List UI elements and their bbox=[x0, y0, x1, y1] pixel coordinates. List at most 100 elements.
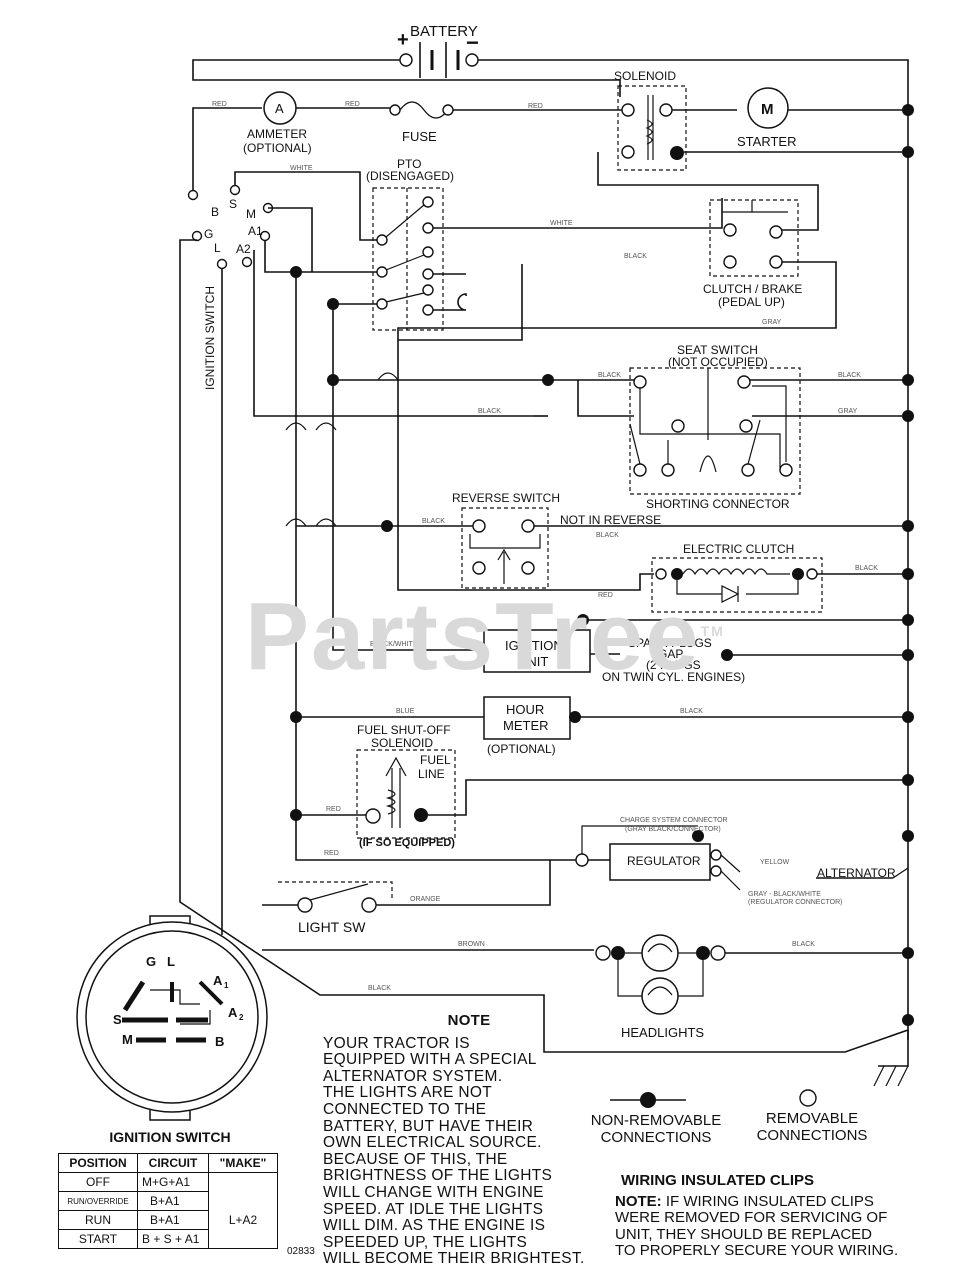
pto-label: PTO bbox=[397, 157, 421, 171]
regulator-label: REGULATOR bbox=[627, 854, 701, 868]
row-circuit: B + S + A1 bbox=[137, 1229, 209, 1249]
ammeter-symbol: A bbox=[275, 101, 284, 116]
charge-note-2: (GRAY BLACK/CONNECTOR) bbox=[625, 826, 721, 833]
table-row: START B + S + A1 bbox=[58, 1229, 278, 1249]
wire-label-white-1: WHITE bbox=[290, 165, 313, 172]
fuse: FUSE bbox=[389, 101, 454, 144]
face-g: G bbox=[146, 954, 156, 969]
fuel-line-label-2: LINE bbox=[418, 767, 445, 781]
row-make bbox=[208, 1172, 278, 1192]
battery-plus-sign: + bbox=[397, 29, 409, 51]
wire-label-white-2: WHITE bbox=[550, 220, 573, 227]
ignition-switch-vertical-label: IGNITION SWITCH bbox=[203, 286, 217, 390]
clips-title: WIRING INSULATED CLIPS bbox=[621, 1172, 815, 1189]
ammeter-label: AMMETER bbox=[247, 127, 307, 141]
legend-symbols bbox=[610, 1089, 817, 1108]
face-a1: A bbox=[213, 973, 223, 988]
row-circuit: B+A1 bbox=[137, 1210, 209, 1230]
wire-label-black-1: BLACK bbox=[624, 253, 647, 260]
table-row: RUN/OVERRIDE B+A1 bbox=[58, 1191, 278, 1211]
pto-switch: PTO (DISENGAGED) bbox=[366, 157, 454, 331]
headlights: HEADLIGHTS bbox=[595, 934, 726, 1040]
wire-label-red-4: RED bbox=[598, 592, 613, 599]
ignition-switch-title: IGNITION SWITCH bbox=[109, 1129, 231, 1145]
solenoid-label: SOLENOID bbox=[614, 69, 676, 83]
legend-removable: REMOVABLE CONNECTIONS bbox=[756, 1110, 868, 1144]
row-make: L+A2 bbox=[208, 1210, 278, 1230]
ammeter-optional-label: (OPTIONAL) bbox=[243, 141, 312, 155]
wire-label-red-1: RED bbox=[212, 101, 227, 108]
face-a1-sub: 1 bbox=[224, 981, 229, 990]
alternator-label: ALTERNATOR bbox=[817, 866, 896, 880]
row-circuit: M+G+A1 bbox=[137, 1172, 209, 1192]
face-a2-sub: 2 bbox=[239, 1013, 244, 1022]
spark-plugs-label-1: SPARK PLUGS bbox=[628, 636, 712, 650]
battery-label: BATTERY bbox=[410, 23, 478, 40]
not-in-reverse-label: NOT IN REVERSE bbox=[560, 513, 661, 527]
wire-label-black-8: BLACK bbox=[680, 708, 703, 715]
ammeter: A AMMETER (OPTIONAL) bbox=[243, 91, 312, 155]
row-position: RUN bbox=[58, 1210, 138, 1230]
gray-note-1: GRAY - BLACK/WHITE bbox=[748, 891, 821, 898]
headlights-label: HEADLIGHTS bbox=[621, 1025, 704, 1040]
row-make bbox=[208, 1191, 278, 1211]
light-switch: LIGHT SW bbox=[278, 881, 393, 935]
seat-switch: SEAT SWITCH (NOT OCCUPIED) bbox=[629, 343, 801, 495]
ignition-switch-table: POSITION CIRCUIT "MAKE" OFF M+G+A1 RUN/O… bbox=[58, 1153, 278, 1249]
clutch-brake-switch: CLUTCH / BRAKE (PEDAL UP) bbox=[703, 199, 802, 309]
wire-label-blue: BLUE bbox=[396, 708, 415, 715]
ign-term-a1: A1 bbox=[248, 224, 263, 238]
gray-note-2: (REGULATOR CONNECTOR) bbox=[748, 899, 843, 906]
light-sw-label: LIGHT SW bbox=[298, 919, 366, 935]
ignition-switch-terminals: B S M A1 G L A2 bbox=[187, 184, 274, 270]
header-make: "MAKE" bbox=[208, 1153, 278, 1173]
ign-term-b: B bbox=[211, 205, 219, 219]
solenoid: SOLENOID bbox=[614, 69, 687, 171]
ign-term-g: G bbox=[204, 227, 213, 241]
electric-clutch: ELECTRIC CLUTCH bbox=[651, 542, 823, 613]
seat-switch-label: SEAT SWITCH bbox=[677, 343, 758, 357]
wire-label-black-9: BLACK bbox=[792, 941, 815, 948]
spark-plugs-label-4: ON TWIN CYL. ENGINES) bbox=[602, 670, 745, 684]
if-so-equipped-label: (IF SO EQUIPPED) bbox=[359, 837, 455, 849]
battery: BATTERY + − bbox=[397, 23, 479, 78]
ign-term-l: L bbox=[214, 241, 221, 255]
ignition-unit-label-2: UNIT bbox=[518, 654, 548, 669]
table-row: RUN B+A1 L+A2 bbox=[58, 1210, 278, 1230]
hour-meter-label-1: HOUR bbox=[506, 702, 544, 717]
face-b: B bbox=[215, 1034, 224, 1049]
wire-label-gray-1: GRAY bbox=[762, 319, 782, 326]
ign-term-m: M bbox=[246, 207, 256, 221]
wire-label-orange: ORANGE bbox=[410, 896, 441, 903]
clutch-brake-label: CLUTCH / BRAKE bbox=[703, 282, 802, 296]
wire-label-red-5: RED bbox=[326, 806, 341, 813]
wire-label-red-6: RED bbox=[324, 850, 339, 857]
shorting-connector-label: SHORTING CONNECTOR bbox=[646, 497, 790, 511]
wire-label-gray-2: GRAY bbox=[838, 408, 858, 415]
wire-label-red-2: RED bbox=[345, 101, 360, 108]
fuel-line-label-1: FUEL bbox=[420, 753, 451, 767]
wire-label-black-3: BLACK bbox=[598, 372, 621, 379]
fuse-label: FUSE bbox=[402, 129, 437, 144]
face-m: M bbox=[122, 1032, 133, 1047]
clips-note-text: IF WIRING INSULATED CLIPS WERE REMOVED F… bbox=[615, 1192, 899, 1259]
fuel-solenoid-label-2: SOLENOID bbox=[371, 736, 433, 750]
clips-body: NOTE: IF WIRING INSULATED CLIPS WERE REM… bbox=[615, 1192, 935, 1260]
wire-label-black-4: BLACK bbox=[838, 372, 861, 379]
header-circuit: CIRCUIT bbox=[137, 1153, 209, 1173]
hour-meter: HOUR METER (OPTIONAL) bbox=[483, 696, 571, 756]
fuel-shutoff-solenoid: FUEL SHUT-OFF SOLENOID FUEL LINE (IF SO … bbox=[356, 723, 456, 849]
hour-meter-optional-label: (OPTIONAL) bbox=[487, 742, 556, 756]
starter-motor: M STARTER bbox=[737, 87, 796, 149]
fuel-solenoid-label-1: FUEL SHUT-OFF bbox=[357, 723, 451, 737]
wire-label-brown: BROWN bbox=[458, 941, 485, 948]
row-position: START bbox=[58, 1229, 138, 1249]
face-s: S bbox=[113, 1012, 122, 1027]
note-body: YOUR TRACTOR IS EQUIPPED WITH A SPECIAL … bbox=[323, 1034, 585, 1268]
ign-term-s: S bbox=[229, 197, 237, 211]
legend-non-removable: NON-REMOVABLE CONNECTIONS bbox=[590, 1112, 722, 1146]
row-make bbox=[208, 1229, 278, 1249]
spark-plugs-label-2: GAP bbox=[658, 647, 683, 661]
wire-label-yellow: YELLOW bbox=[760, 859, 790, 866]
